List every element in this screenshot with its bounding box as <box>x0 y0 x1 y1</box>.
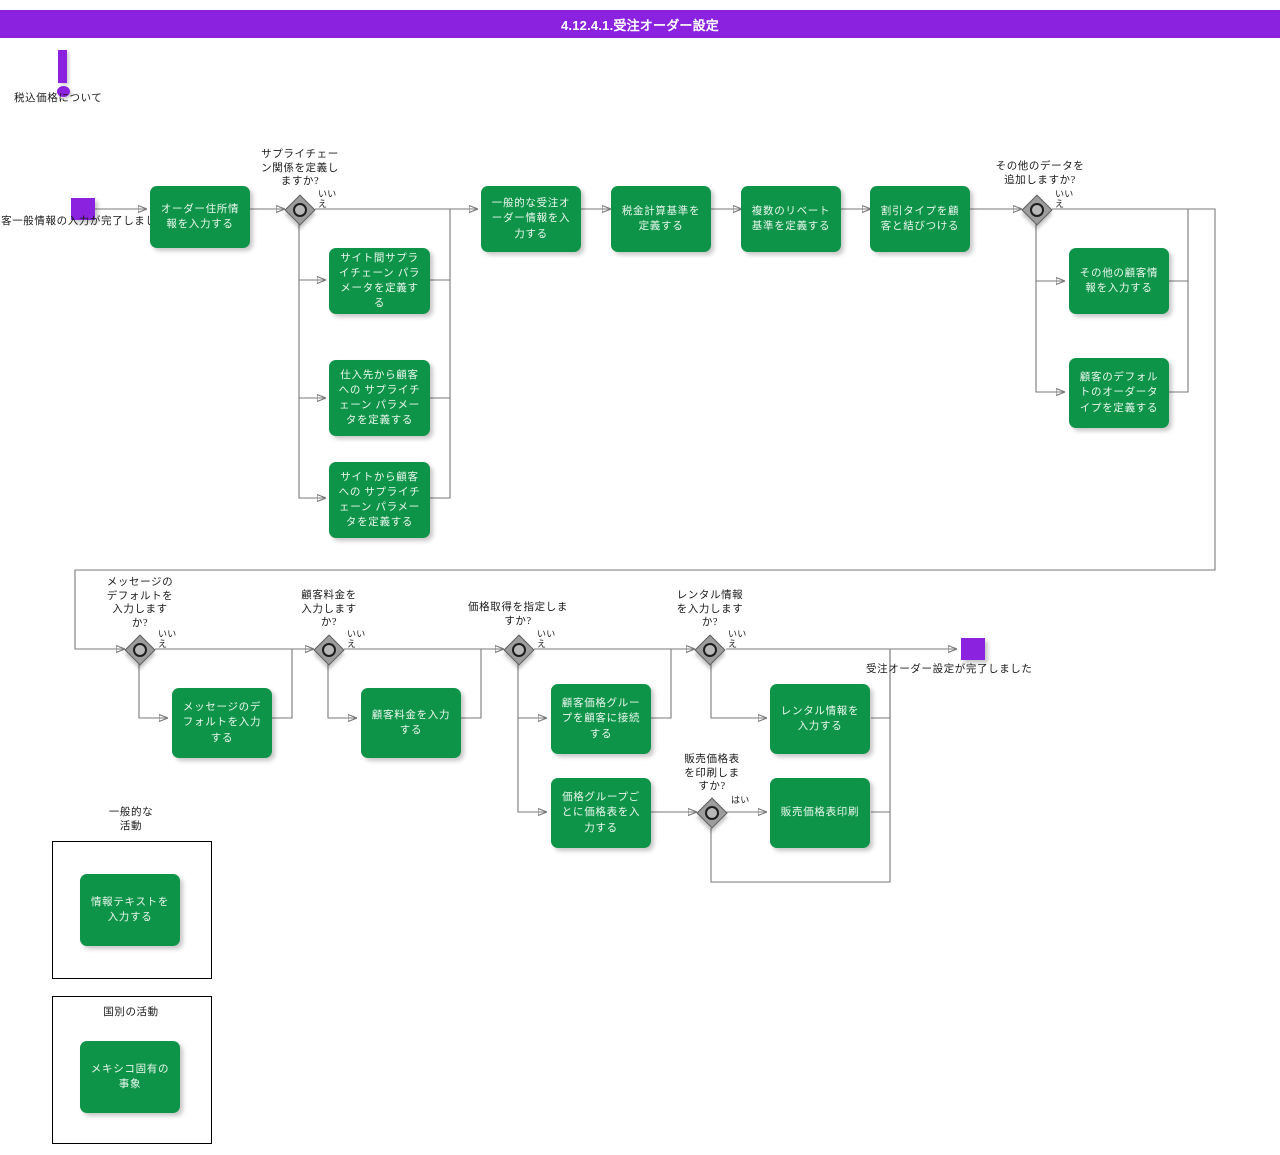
task-discount-type-link[interactable]: 割引タイプを顧客と結びつける <box>870 186 970 252</box>
legend-country-caption: 国別の活動 <box>103 1007 159 1018</box>
task-rebate-basis[interactable]: 複数のリベート基準を定義する <box>741 186 841 252</box>
page-title-bar: 4.12.4.1.受注オーダー設定 <box>0 10 1280 38</box>
task-message-default[interactable]: メッセージのデフォルトを入力する <box>172 688 272 758</box>
decision-ring-icon <box>322 643 336 657</box>
decision-print-pricelist-question: 販売価格表 を印刷しま すか? <box>684 754 740 793</box>
decision-rental-info-question: レンタル情報 を入力します か? <box>676 590 744 629</box>
page-title: 4.12.4.1.受注オーダー設定 <box>561 17 719 33</box>
decision-ring-icon <box>703 643 717 657</box>
task-customer-default-ordertype[interactable]: 顧客のデフォルトのオーダータイプを定義する <box>1069 358 1169 428</box>
end-terminator-label: 受注オーダー設定が完了しました <box>866 664 1033 675</box>
legend-general-task[interactable]: 情報テキストを入力する <box>80 874 180 946</box>
decision-customer-fee-answer: いい え <box>347 629 366 649</box>
legend-general-caption: 一般的な 活動 <box>108 807 154 832</box>
task-order-address[interactable]: オーダー住所情報を入力する <box>150 186 250 248</box>
decision-supplychain-relation-question: サプライチェー ン関係を定義し ますか? <box>261 149 339 188</box>
decision-rental-info-answer: いい え <box>728 629 747 649</box>
decision-message-default-question: メッセージの デフォルトを 入力します か? <box>106 577 174 629</box>
task-other-customer-info[interactable]: その他の顧客情報を入力する <box>1069 248 1169 314</box>
task-customer-fee[interactable]: 顧客料金を入力する <box>361 688 461 758</box>
task-site-to-customer-supplychain[interactable]: サイトから顧客への サプライチェーン パラメータを定義する <box>329 462 430 538</box>
task-supplier-to-customer-supplychain[interactable]: 仕入先から顧客への サプライチェーン パラメータを定義する <box>329 360 430 436</box>
decision-add-other-data[interactable] <box>1021 194 1053 226</box>
legend-country-task[interactable]: メキシコ固有の事象 <box>80 1041 180 1113</box>
note-marker <box>50 50 80 100</box>
decision-price-retrieval-question: 価格取得を指定しま すか? <box>468 602 568 627</box>
task-print-sales-pricelist[interactable]: 販売価格表印刷 <box>770 778 870 848</box>
task-rental-info[interactable]: レンタル情報を入力する <box>770 684 870 754</box>
exclamation-icon <box>58 50 67 83</box>
decision-add-other-data-answer: いい え <box>1055 189 1074 209</box>
decision-add-other-data-question: その他のデータを 追加しますか? <box>995 161 1085 186</box>
task-tax-calc-basis[interactable]: 税金計算基準を定義する <box>611 186 711 252</box>
exclamation-dot-icon <box>57 86 70 97</box>
decision-ring-icon <box>512 643 526 657</box>
task-pricelist-per-group[interactable]: 価格グループごとに価格表を入力する <box>551 778 651 848</box>
decision-ring-icon <box>1030 203 1044 217</box>
decision-print-pricelist[interactable] <box>696 797 728 829</box>
end-terminator[interactable] <box>961 638 985 660</box>
start-terminator-label: 顧客一般情報の入力が完了しました <box>0 216 168 227</box>
task-general-order-info[interactable]: 一般的な受注オーダー情報を入力する <box>481 186 581 252</box>
decision-ring-icon <box>705 806 719 820</box>
note-label: 税込価格について <box>14 93 103 104</box>
decision-ring-icon <box>133 643 147 657</box>
decision-price-retrieval-answer: いい え <box>537 629 556 649</box>
decision-message-default[interactable] <box>124 634 156 666</box>
task-intersite-supplychain[interactable]: サイト間サプライチェーン パラメータを定義する <box>329 248 430 314</box>
decision-print-pricelist-answer: はい <box>731 795 750 805</box>
decision-message-default-answer: いい え <box>158 629 177 649</box>
task-link-price-group[interactable]: 顧客価格グループを顧客に接続する <box>551 684 651 754</box>
decision-supplychain-relation[interactable] <box>284 194 316 226</box>
decision-supplychain-relation-answer: いい え <box>318 189 337 209</box>
decision-customer-fee-question: 顧客料金を 入力します か? <box>301 590 357 629</box>
decision-price-retrieval[interactable] <box>503 634 535 666</box>
decision-rental-info[interactable] <box>694 634 726 666</box>
decision-ring-icon <box>293 203 307 217</box>
start-terminator[interactable] <box>71 198 95 220</box>
decision-customer-fee[interactable] <box>313 634 345 666</box>
